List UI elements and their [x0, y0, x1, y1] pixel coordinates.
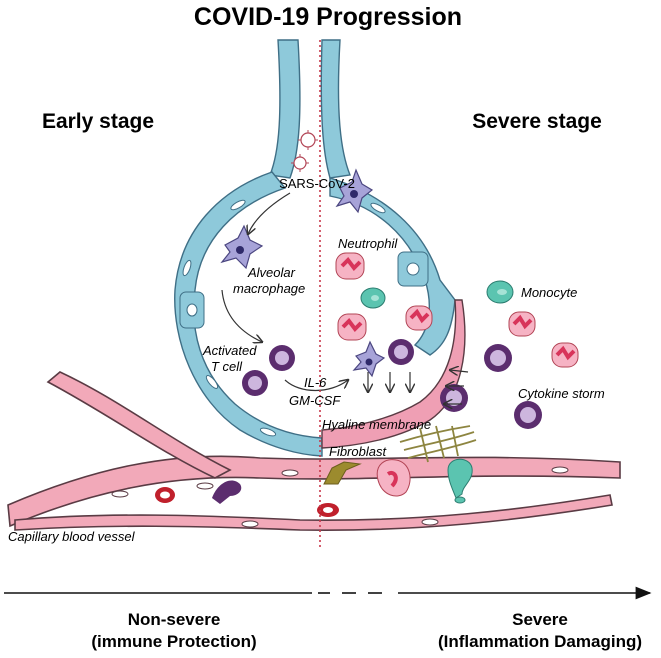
neutrophil-cells [335, 252, 579, 497]
alveolar-macrophage-cell [220, 224, 264, 270]
neutrophil-label: Neutrophil [338, 236, 398, 251]
gm-csf-label: GM-CSF [289, 393, 341, 408]
non-severe-label: Non-severe [128, 610, 221, 629]
macrophage-cell-center [352, 340, 386, 378]
activation-arrow [221, 289, 262, 342]
monocyte-label: Monocyte [521, 285, 577, 300]
capillary-label: Capillary blood vessel [8, 529, 136, 544]
sars-cov-2-label: SARS-CoV-2 [279, 176, 355, 191]
activated-t-cell-label-line2: T cell [211, 359, 243, 374]
severe-label: Severe [512, 610, 568, 629]
cytokine-storm-label: Cytokine storm [518, 386, 605, 401]
fibroblast-label: Fibroblast [329, 444, 387, 459]
inflammation-damaging-label: (Inflammation Damaging) [438, 632, 642, 651]
early-stage-heading: Early stage [42, 110, 154, 133]
alveolar-macrophage-label-line1: Alveolar [247, 265, 296, 280]
migrating-t-cell [212, 480, 242, 504]
fibroblast-cell [323, 461, 362, 485]
alveolus [174, 39, 466, 457]
infection-arrow [248, 192, 291, 234]
activated-t-cell-label-line1: Activated [202, 343, 257, 358]
cytokine-down-arrows [368, 372, 410, 392]
cytokine-storm-arrows [444, 370, 469, 404]
hyaline-membrane-label: Hyaline membrane [322, 417, 431, 432]
diagram-title: COVID-19 Progression [194, 3, 462, 31]
collagen-fibers [399, 425, 477, 463]
sars-cov-2-virus-icon [291, 130, 318, 172]
immune-protection-label: (immune Protection) [91, 632, 256, 651]
alveolar-macrophage-label-line2: macrophage [233, 281, 305, 296]
macrophage-cell-right [335, 168, 374, 214]
cytokine-release-arrow [284, 380, 348, 391]
il6-label: IL-6 [304, 375, 327, 390]
monocyte-cells [360, 280, 514, 504]
severe-stage-heading: Severe stage [472, 110, 602, 133]
